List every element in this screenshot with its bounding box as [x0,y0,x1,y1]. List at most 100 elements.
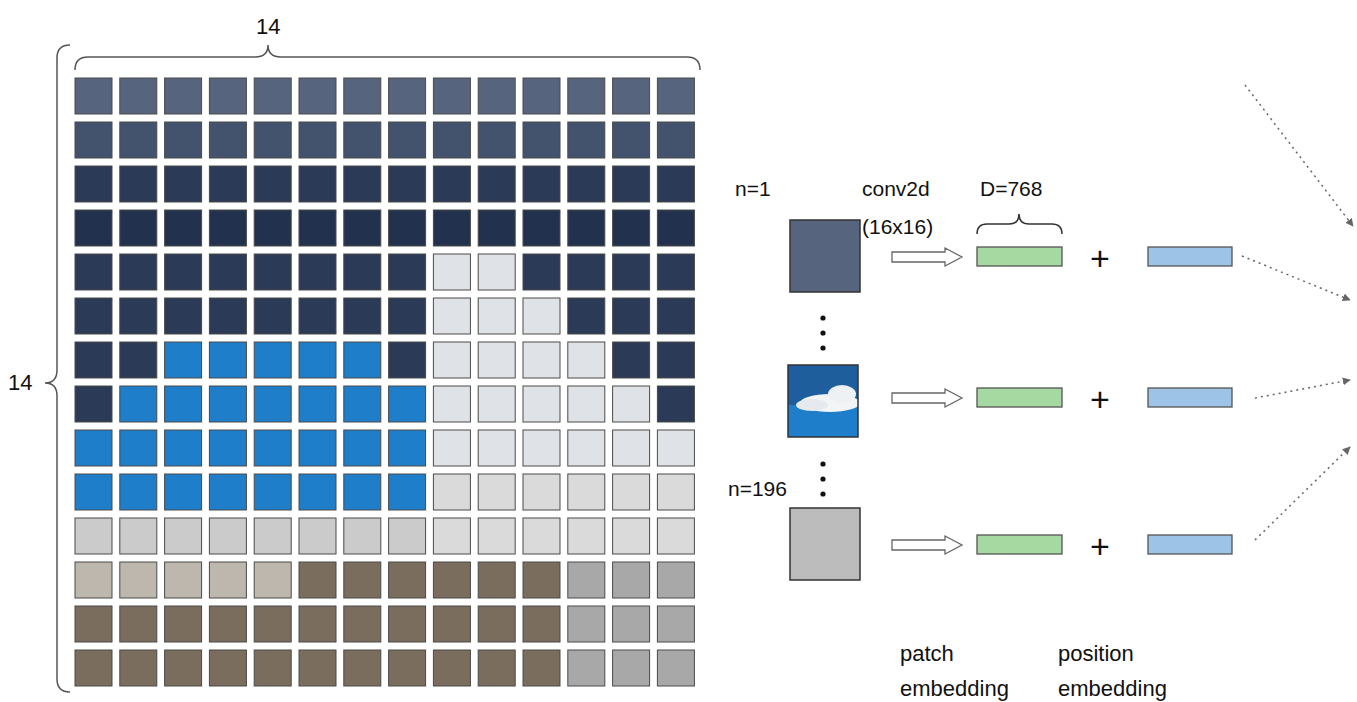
dimension-label: D=768 [980,176,1042,201]
grid-patch [657,254,694,290]
grid-patch [568,122,605,158]
grid-patch [209,474,246,510]
grid-patch [254,78,291,114]
plus-sign: + [1090,526,1110,567]
grid-patch [344,562,381,598]
grid-patch [165,210,202,246]
grid-patch [209,518,246,554]
grid-patch [209,166,246,202]
grid-patch [165,430,202,466]
grid-patch [613,298,650,334]
grid-patch [523,474,560,510]
grid-patch [120,210,157,246]
grid-patch [344,518,381,554]
grid-patch [344,430,381,466]
grid-patch [657,166,694,202]
grid-patch [299,254,336,290]
grid-patch [523,78,560,114]
grid-patch [389,210,426,246]
grid-patch [389,298,426,334]
grid-patch [120,298,157,334]
grid-patch [299,342,336,378]
grid-patch [433,210,470,246]
grid-patch [613,518,650,554]
grid-width-label: 14 [256,14,280,40]
grid-patch [523,606,560,642]
grid-patch [75,606,112,642]
grid-patch [165,474,202,510]
grid-patch [209,342,246,378]
grid-patch [613,78,650,114]
grid-patch [389,342,426,378]
grid-patch [433,386,470,422]
grid-patch [568,606,605,642]
grid-patch [478,298,515,334]
grid-patch [478,386,515,422]
grid-patch [523,342,560,378]
ellipsis-dots [820,315,825,496]
grid-patch [344,210,381,246]
grid-patch [75,122,112,158]
grid-patch [120,606,157,642]
grid-patch [568,518,605,554]
grid-patch [254,166,291,202]
grid-patch [478,210,515,246]
grid-patch [165,518,202,554]
grid-patch [299,78,336,114]
grid-patch [120,166,157,202]
grid-patch [568,474,605,510]
grid-patch [433,122,470,158]
grid-patch [75,342,112,378]
grid-patch [433,298,470,334]
grid-patch [120,430,157,466]
grid-patch [299,606,336,642]
grid-patch [254,474,291,510]
brace [45,45,70,692]
grid-patch [254,342,291,378]
grid-patch [209,78,246,114]
grid-patch [568,166,605,202]
grid-patch [523,518,560,554]
grid-patch [209,650,246,686]
grid-patch [433,518,470,554]
grid-patch [120,386,157,422]
grid-patch [433,254,470,290]
grid-patch [657,562,694,598]
image-patch [790,508,860,580]
grid-patch [254,430,291,466]
grid-patch [120,650,157,686]
grid-patch [433,474,470,510]
grid-patch [120,78,157,114]
grid-patch [254,254,291,290]
grid-patch [75,650,112,686]
grid-patch [120,518,157,554]
grid-patch [209,430,246,466]
grid-patch [75,254,112,290]
grid-patch [523,254,560,290]
grid-patch [254,650,291,686]
grid-patch [389,518,426,554]
grid-patch [613,562,650,598]
grid-patch [433,606,470,642]
grid-patch [523,430,560,466]
grid-patch [568,78,605,114]
grid-patch [657,298,694,334]
grid-patch [299,430,336,466]
patch-index: n=196 [728,476,787,501]
grid-patch [120,254,157,290]
grid-patch [523,210,560,246]
image-patch [788,365,858,437]
grid-patch [344,386,381,422]
grid-patch [613,166,650,202]
patch-embedding-bar [977,247,1062,554]
grid-patch [75,386,112,422]
grid-patch [523,562,560,598]
grid-patch [209,386,246,422]
grid-patch [657,518,694,554]
grid-patch [478,474,515,510]
grid-patch [657,122,694,158]
grid-patch [344,650,381,686]
dotted-arrow [1242,85,1353,540]
image-patch-border [788,365,858,437]
grid-patch [613,430,650,466]
